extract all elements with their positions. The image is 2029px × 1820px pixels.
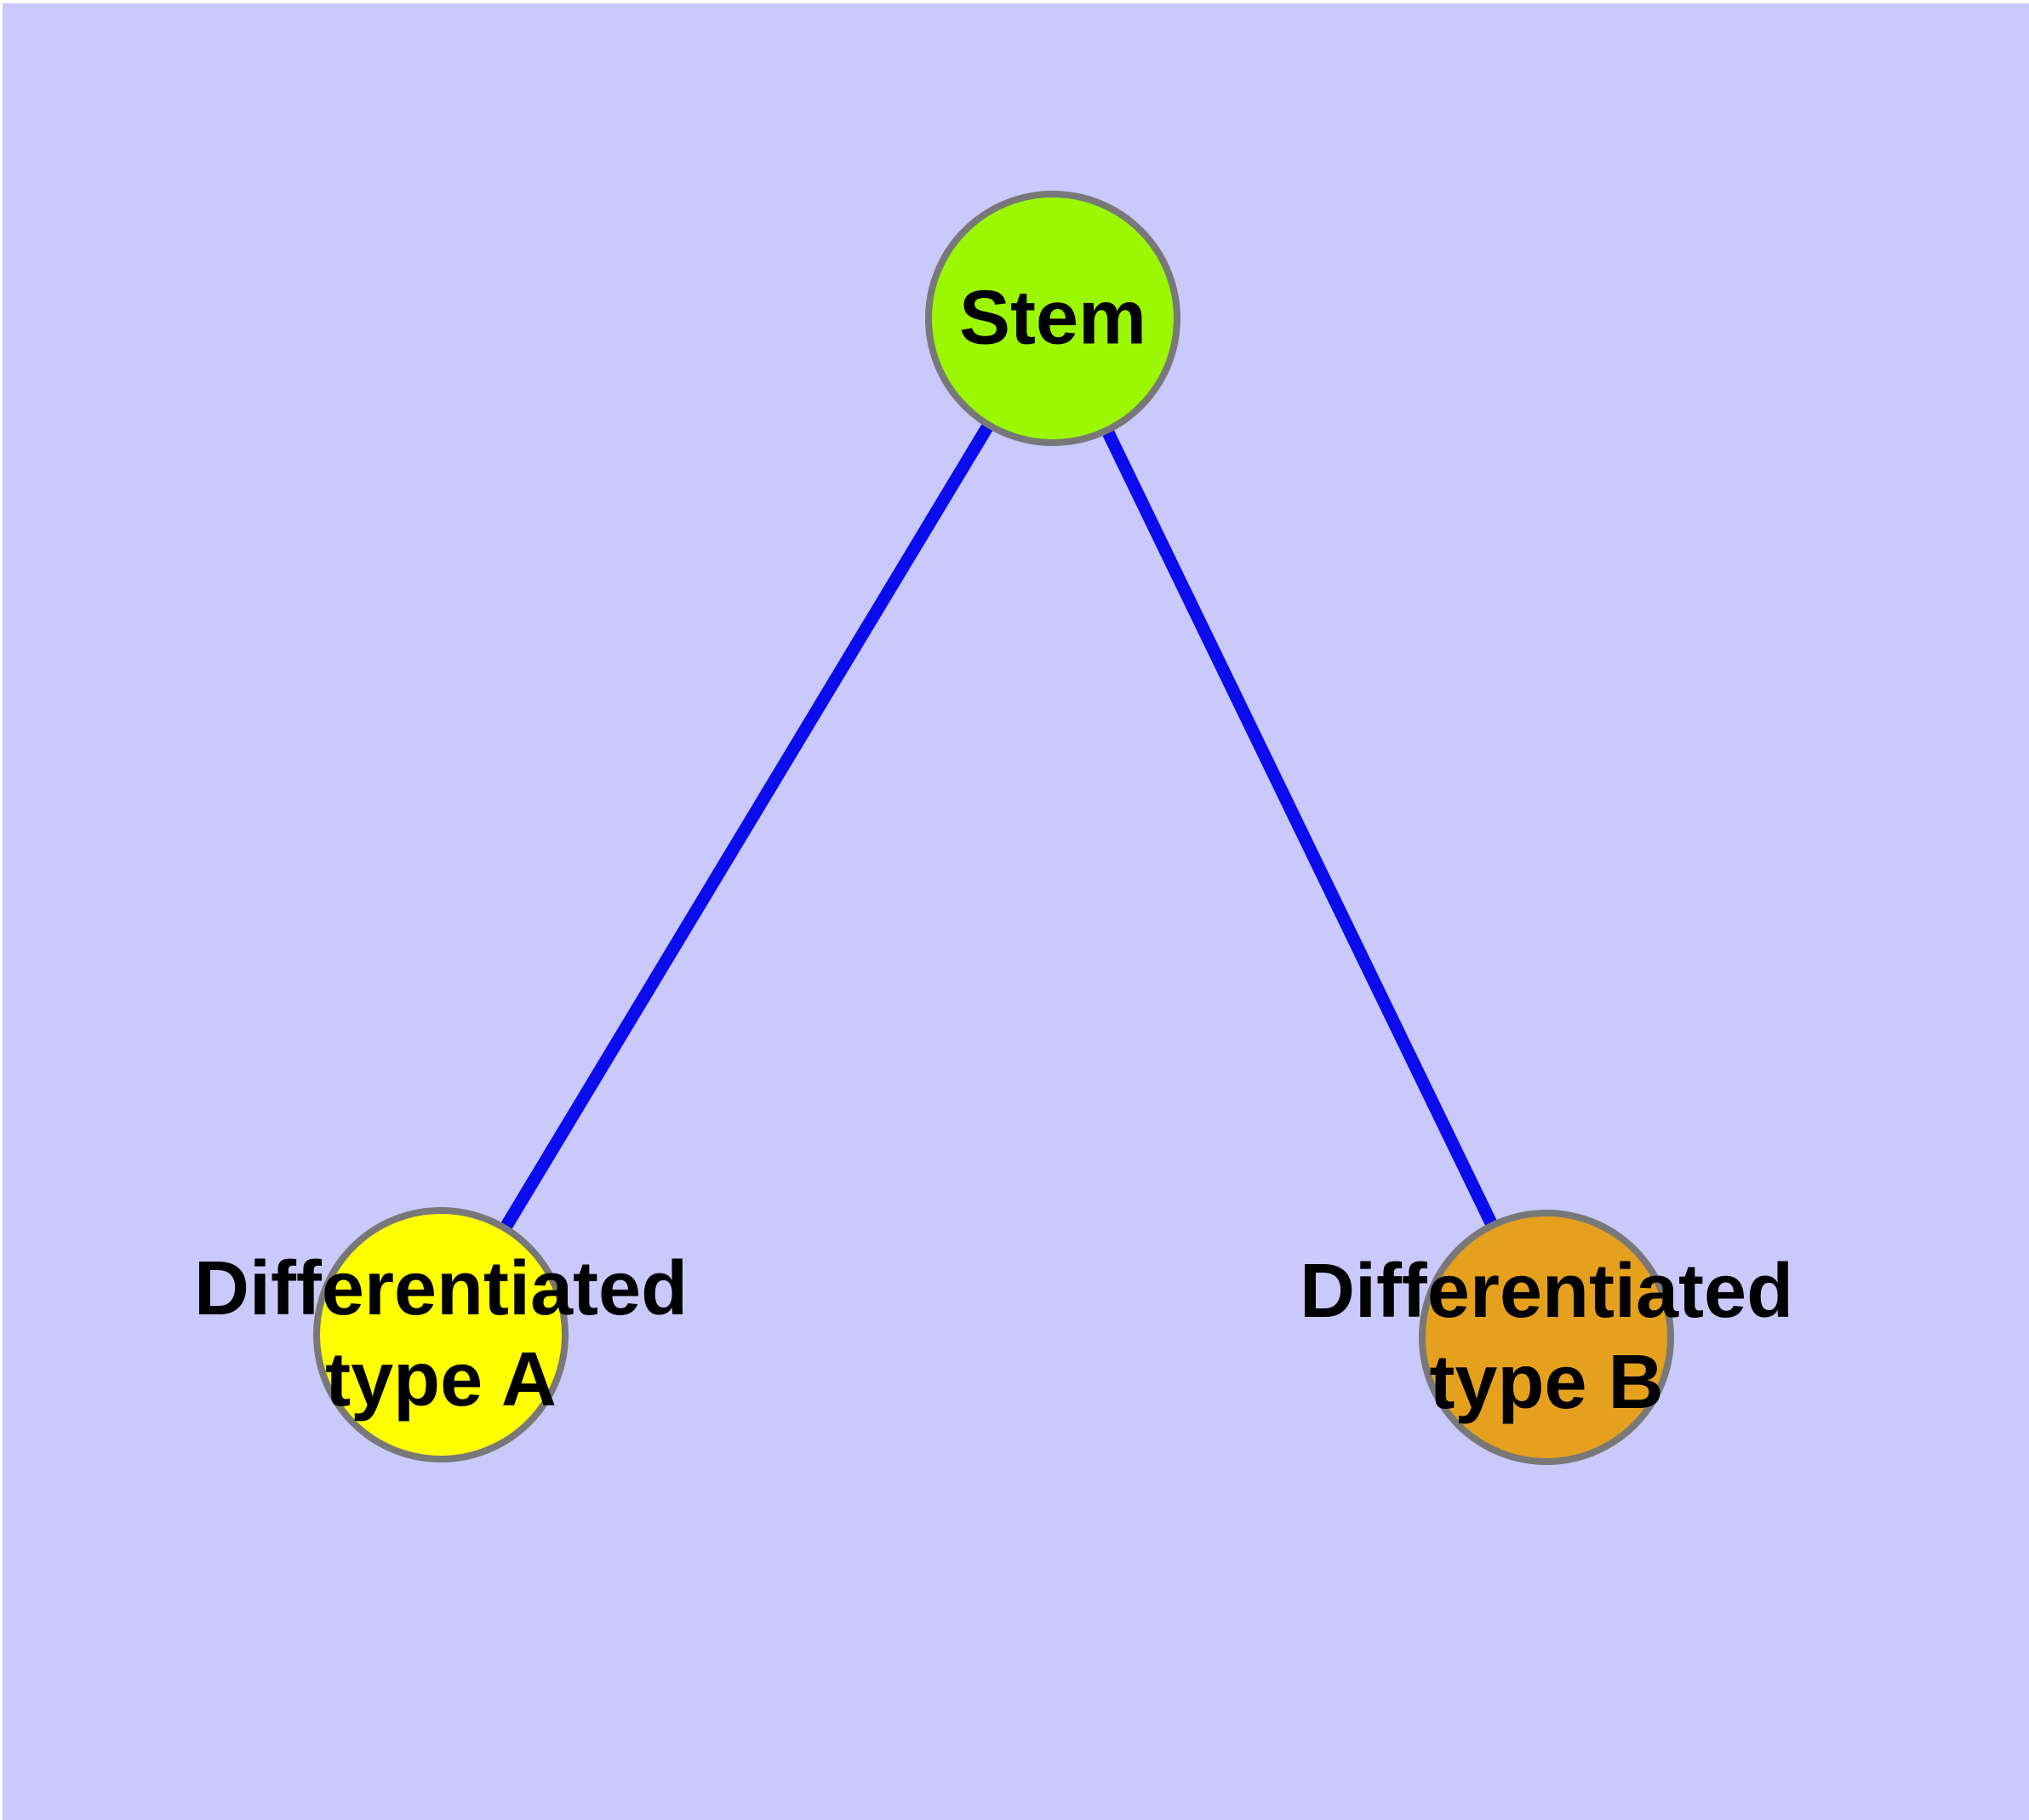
edge-stem-to-type-a <box>435 315 1059 1338</box>
node-type-a-circle <box>313 1207 569 1462</box>
edge-stem-to-type-b <box>1047 315 1552 1341</box>
node-stem-circle <box>925 191 1180 446</box>
node-type-b-circle <box>1419 1210 1674 1465</box>
